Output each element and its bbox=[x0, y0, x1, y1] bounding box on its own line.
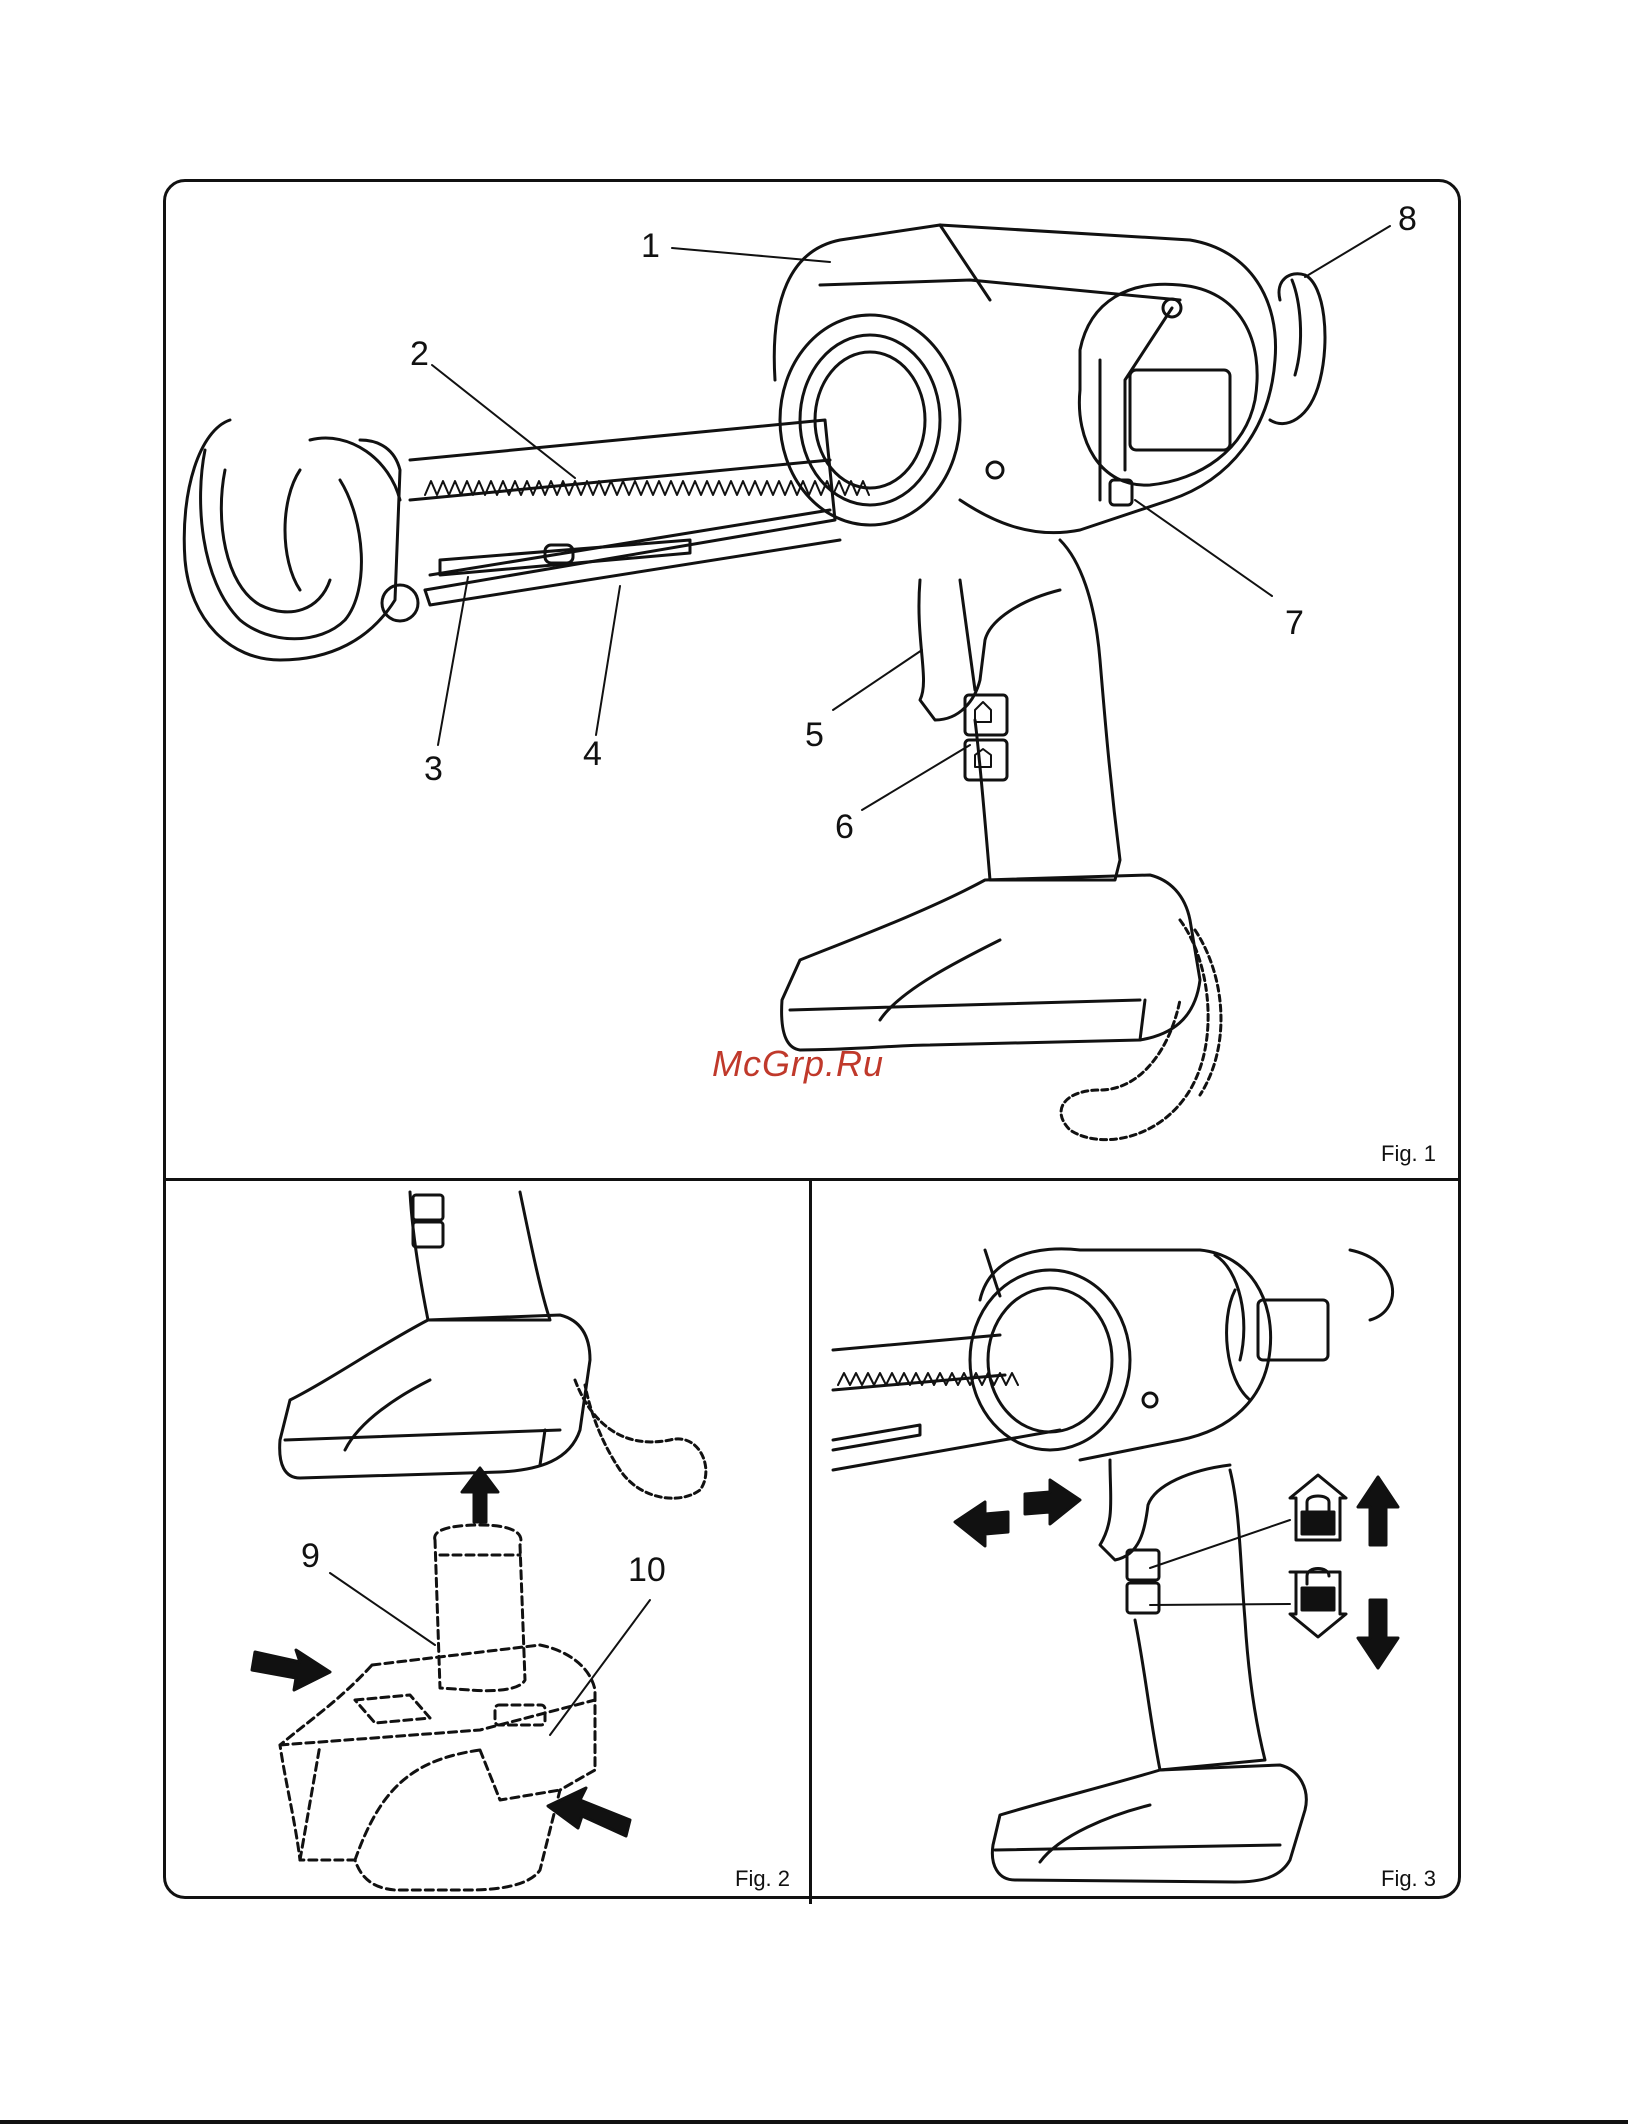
lock-closed-icon bbox=[1290, 1475, 1346, 1541]
fig3-label: Fig. 3 bbox=[1381, 1868, 1436, 1890]
arrow-up-icon bbox=[1358, 1477, 1398, 1545]
lock-open-icon bbox=[1290, 1572, 1346, 1638]
arrow-right-icon bbox=[1025, 1480, 1080, 1524]
arrow-left-icon bbox=[955, 1502, 1008, 1546]
page-bottom-rule bbox=[0, 2120, 1628, 2124]
arrow-down-icon bbox=[1358, 1600, 1398, 1668]
